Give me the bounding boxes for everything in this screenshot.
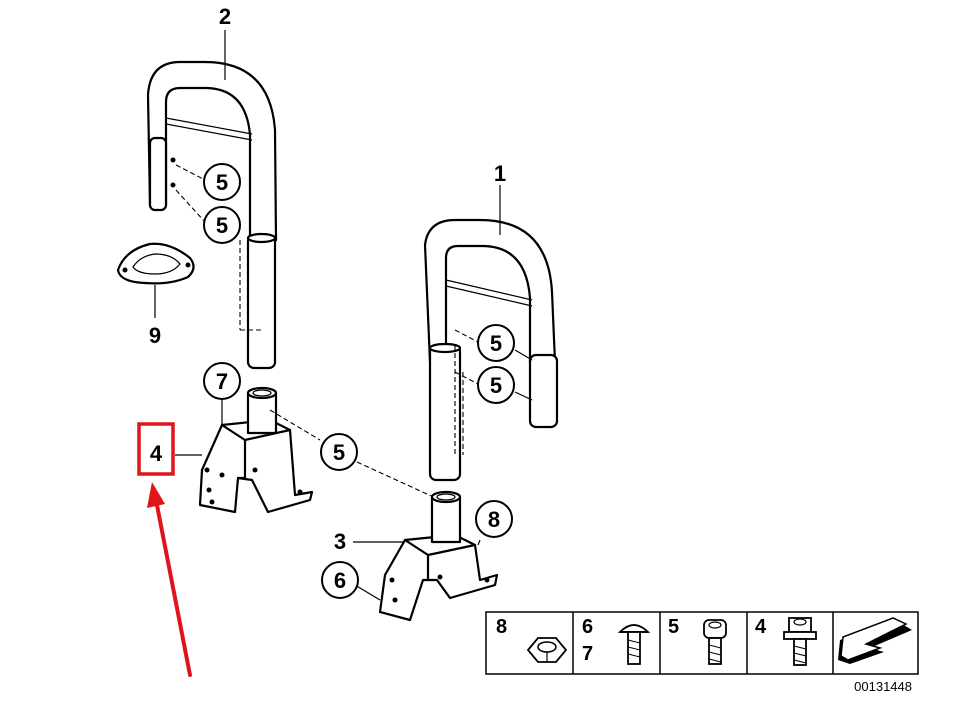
legend-num-5: 5 xyxy=(668,616,679,638)
svg-text:7: 7 xyxy=(216,369,228,394)
diagram-id: 00131448 xyxy=(854,679,912,694)
callout-5-e: 5 xyxy=(320,433,358,471)
trim-cover-9 xyxy=(116,242,195,285)
callout-5-a: 5 xyxy=(203,163,241,201)
hex-nut-icon xyxy=(526,637,568,663)
fastener-legend: 8 6 7 5 4 xyxy=(485,611,919,675)
callout-5-c: 5 xyxy=(477,324,515,362)
callout-5-b: 5 xyxy=(203,206,241,244)
svg-text:5: 5 xyxy=(216,170,228,195)
flange-bolt-icon xyxy=(783,617,817,666)
callout-7: 7 xyxy=(203,362,241,400)
svg-text:5: 5 xyxy=(333,440,345,465)
legend-num-7: 7 xyxy=(582,643,593,665)
svg-text:5: 5 xyxy=(490,331,502,356)
legend-num-4: 4 xyxy=(755,616,767,638)
highlight-arrow-icon xyxy=(147,482,192,677)
button-head-screw-icon xyxy=(617,624,651,665)
roll-bar-2 xyxy=(146,60,278,370)
label-part-1: 1 xyxy=(494,161,506,186)
highlight-part-4: 4 xyxy=(137,422,175,476)
roll-bar-1 xyxy=(423,218,559,482)
callout-6: 6 xyxy=(321,561,359,599)
bracket-4 xyxy=(198,386,314,514)
legend-num-8: 8 xyxy=(496,616,507,638)
bracket-3 xyxy=(378,490,499,622)
svg-text:8: 8 xyxy=(488,507,500,532)
legend-num-6: 6 xyxy=(582,616,593,638)
callout-5-d: 5 xyxy=(477,366,515,404)
svg-text:6: 6 xyxy=(334,568,346,593)
arrow-icon xyxy=(838,617,912,664)
label-part-3: 3 xyxy=(334,529,346,554)
label-part-9: 9 xyxy=(149,323,161,348)
callout-8: 8 xyxy=(475,500,513,538)
label-part-4: 4 xyxy=(150,441,163,466)
svg-text:5: 5 xyxy=(490,373,502,398)
label-part-2: 2 xyxy=(219,4,231,29)
hex-socket-bolt-icon xyxy=(703,619,727,665)
svg-text:5: 5 xyxy=(216,213,228,238)
